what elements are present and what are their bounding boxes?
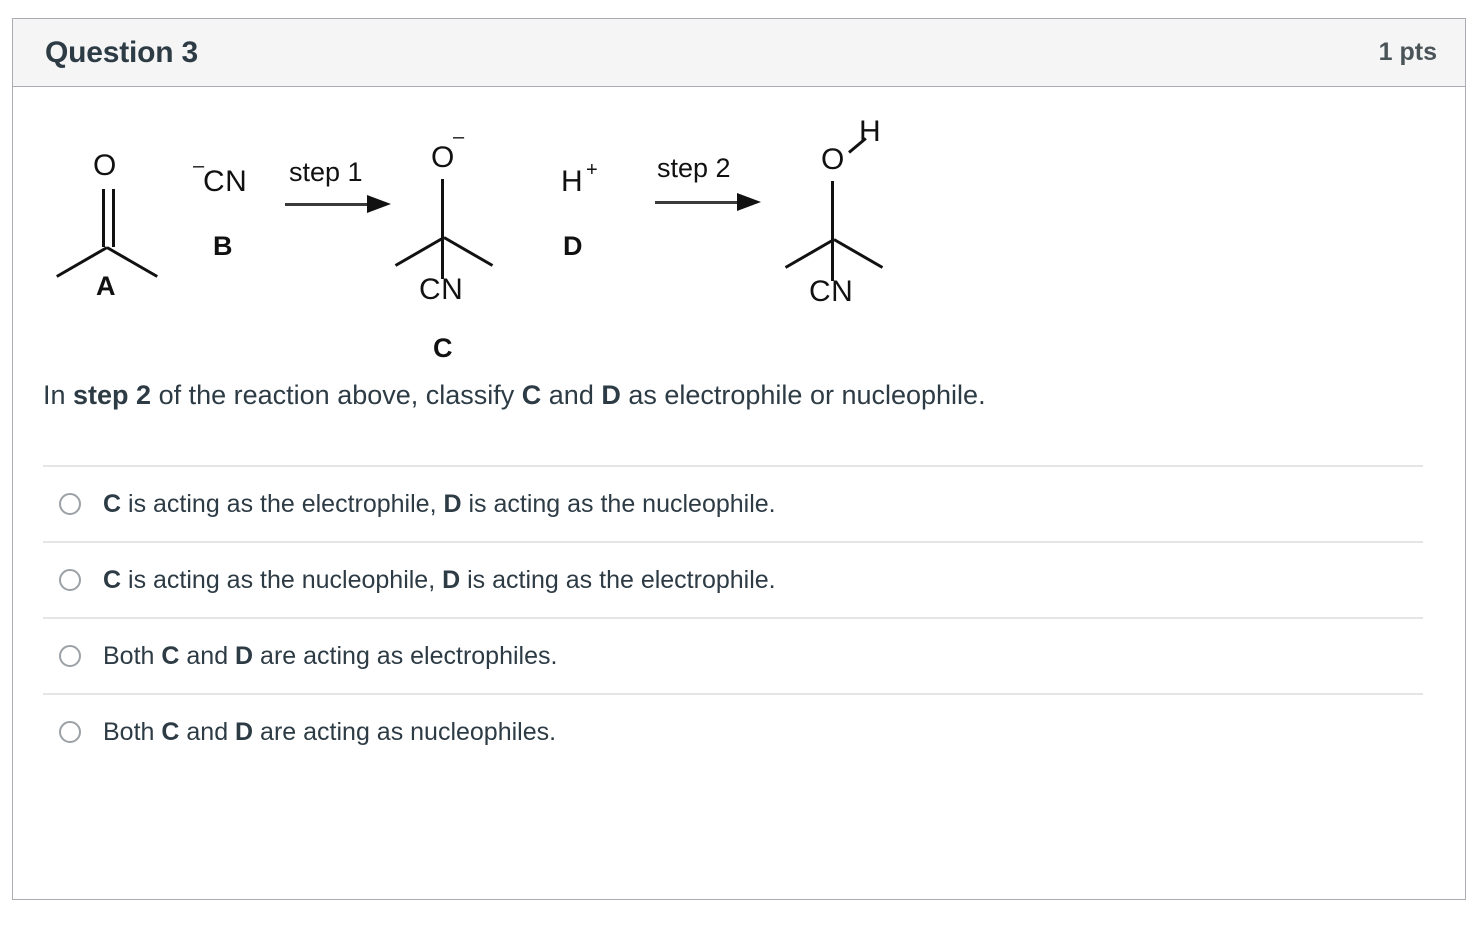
prompt-bold-c: C [521, 380, 542, 410]
answer-option-1[interactable]: C is acting as the electrophile, D is ac… [43, 465, 1423, 541]
structure-a-oxygen-atom: O [93, 149, 117, 182]
step-2-arrow-head [737, 193, 761, 211]
reagent-d-positive-charge: + [586, 159, 598, 181]
answer-option-4[interactable]: Both C and D are acting as nucleophiles. [43, 693, 1423, 769]
answer-option-2-label: C is acting as the nucleophile, D is act… [103, 566, 776, 595]
answer-2-text-2: is acting as the electrophile. [460, 565, 776, 594]
product-methyl-bond-right [833, 238, 884, 269]
reagent-b-negative-charge: – [193, 155, 205, 177]
structure-a-label: A [96, 271, 116, 301]
answer-2-text-1: is acting as the nucleophile, [121, 565, 443, 594]
prompt-text-4: as electrophile or nucleophile. [620, 380, 986, 410]
product-nitrile-group: CN [809, 275, 854, 308]
radio-button-option-3[interactable] [59, 645, 81, 668]
answer-1-text-2: is acting as the nucleophile. [461, 489, 776, 518]
answer-3-text-2: are acting as electrophiles. [253, 641, 558, 670]
radio-button-option-1[interactable] [59, 493, 81, 516]
structure-c-label: C [433, 333, 453, 363]
structure-c-co-bond [441, 179, 444, 237]
answer-4-text-2: are acting as nucleophiles. [253, 717, 557, 746]
answer-3-text-1: and [179, 641, 236, 670]
product-hydrogen-atom: H [859, 115, 882, 148]
answer-1-bold-c: C [103, 489, 122, 518]
answer-4-bold-c: C [161, 717, 180, 746]
question-prompt: In step 2 of the reaction above, classif… [43, 377, 1423, 413]
prompt-text-2: of the reaction above, classify [151, 380, 522, 410]
answer-1-text-1: is acting as the electrophile, [121, 489, 444, 518]
structure-c-oxygen-atom: O [431, 141, 455, 174]
answer-3-text-0: Both [103, 641, 162, 670]
prompt-bold-step2: step 2 [73, 380, 152, 410]
answer-options-list: C is acting as the electrophile, D is ac… [43, 465, 1423, 769]
reagent-d-formula: H [561, 165, 584, 198]
reagent-d-label: D [563, 231, 583, 261]
product-co-bond [831, 181, 834, 239]
structure-c-nitrile-group: CN [419, 273, 464, 306]
structure-c-cn-bond [441, 235, 444, 279]
radio-button-option-4[interactable] [59, 721, 81, 744]
question-header: Question 3 1 pts [13, 19, 1465, 87]
question-points: 1 pts [1378, 38, 1437, 66]
answer-3-bold-c: C [161, 641, 180, 670]
answer-4-text-0: Both [103, 717, 162, 746]
product-oxygen-atom: O [821, 143, 845, 176]
answer-option-2[interactable]: C is acting as the nucleophile, D is act… [43, 541, 1423, 617]
answer-3-bold-d: D [235, 641, 254, 670]
answer-4-text-1: and [179, 717, 236, 746]
structure-c-methyl-bond-right [443, 236, 494, 267]
structure-a-double-bond-right [112, 189, 115, 247]
step-2-label: step 2 [657, 153, 731, 183]
radio-button-option-2[interactable] [59, 569, 81, 592]
answer-option-3[interactable]: Both C and D are acting as electrophiles… [43, 617, 1423, 693]
prompt-text-1: In [43, 380, 74, 410]
answer-option-3-label: Both C and D are acting as electrophiles… [103, 642, 557, 671]
reaction-scheme-diagram: O A – CN B step 1 – O CN C [41, 115, 941, 363]
answer-1-bold-d: D [443, 489, 462, 518]
product-cn-bond [831, 237, 834, 281]
structure-a-double-bond-left [102, 189, 105, 247]
product-methyl-bond-left [784, 238, 835, 269]
answer-2-bold-d: D [442, 565, 461, 594]
answer-2-bold-c: C [103, 565, 122, 594]
reagent-b-label: B [213, 231, 233, 261]
reagent-b-formula: CN [203, 165, 248, 198]
question-card: Question 3 1 pts O A – CN B step 1 – O [12, 18, 1466, 900]
prompt-text-3: and [541, 380, 602, 410]
question-body: O A – CN B step 1 – O CN C [13, 115, 1465, 933]
answer-option-1-label: C is acting as the electrophile, D is ac… [103, 490, 776, 519]
prompt-bold-d: D [601, 380, 621, 410]
step-1-label: step 1 [289, 157, 363, 187]
step-1-arrow-line [285, 203, 371, 206]
structure-c-negative-charge: – [453, 126, 465, 148]
answer-option-4-label: Both C and D are acting as nucleophiles. [103, 718, 556, 747]
answer-4-bold-d: D [235, 717, 254, 746]
structure-c-methyl-bond-left [394, 236, 445, 267]
step-2-arrow-line [655, 201, 741, 204]
step-1-arrow-head [367, 195, 391, 213]
page-title: Question 3 [45, 35, 199, 69]
